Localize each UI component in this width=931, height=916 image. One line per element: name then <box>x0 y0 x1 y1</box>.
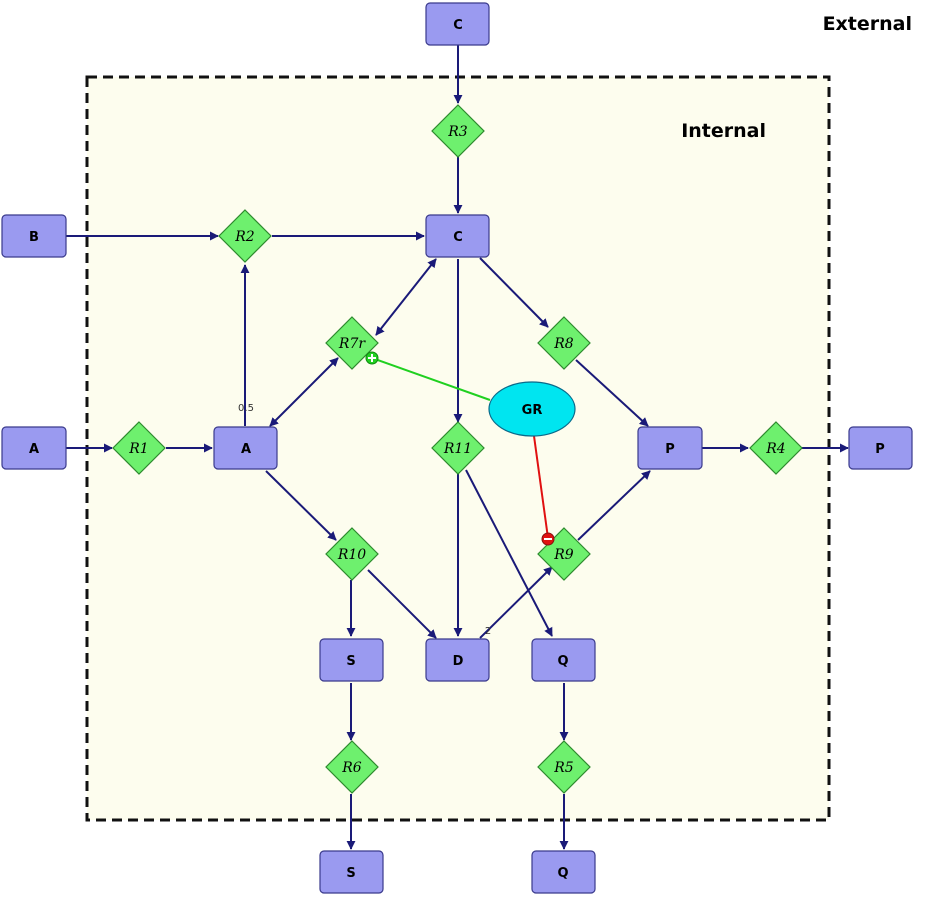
inhibition-edge-gr-to-r9 <box>533 435 549 539</box>
activation-plus-icon <box>365 351 379 365</box>
stoichiometry-d-r9: 2 <box>485 626 491 637</box>
edge-c-to-r8 <box>479 257 549 328</box>
edge-r10-to-d <box>367 569 437 639</box>
species-q-external[interactable]: Q <box>531 850 596 894</box>
reaction-label: R6 <box>341 760 362 776</box>
species-label: C <box>453 18 463 33</box>
reaction-r6[interactable]: R6 <box>325 740 379 794</box>
species-label: D <box>453 654 464 669</box>
species-p-internal[interactable]: P <box>637 426 703 470</box>
reaction-label: R7r <box>338 336 366 352</box>
inhibition-minus-icon <box>541 532 555 546</box>
reaction-label: R2 <box>234 229 255 245</box>
reaction-r3[interactable]: R3 <box>431 104 485 158</box>
reaction-label: R5 <box>553 760 574 776</box>
reaction-r2[interactable]: R2 <box>218 209 272 263</box>
edge-a-to-r10 <box>265 470 337 541</box>
reaction-r11[interactable]: R11 <box>431 421 485 475</box>
species-label: C <box>453 230 463 245</box>
species-label: A <box>241 442 251 457</box>
reaction-label: R8 <box>553 336 574 352</box>
reaction-label: R10 <box>337 547 366 563</box>
internal-compartment-label: Internal <box>681 120 766 142</box>
regulator-gr[interactable]: GR <box>488 381 576 437</box>
species-p-external[interactable]: P <box>848 426 913 470</box>
reaction-r4[interactable]: R4 <box>749 421 803 475</box>
edge-r7r-to-c <box>375 258 437 336</box>
species-s-internal[interactable]: S <box>319 638 384 682</box>
reaction-r8[interactable]: R8 <box>537 316 591 370</box>
species-a-internal[interactable]: A <box>213 426 278 470</box>
species-b-external[interactable]: B <box>1 214 67 258</box>
species-label: S <box>346 654 355 669</box>
species-a-external[interactable]: A <box>1 426 67 470</box>
edge-r11-to-q <box>465 469 553 637</box>
edge-r9-to-p <box>577 470 651 541</box>
species-label: P <box>665 442 675 457</box>
species-d-internal[interactable]: D <box>425 638 490 682</box>
reaction-label: R9 <box>553 547 574 563</box>
species-c-external[interactable]: C <box>425 2 490 46</box>
reaction-label: R1 <box>128 441 148 457</box>
species-label: S <box>346 866 355 881</box>
species-label: A <box>29 442 39 457</box>
species-label: P <box>875 442 885 457</box>
reaction-label: R4 <box>765 441 785 457</box>
species-c-internal[interactable]: C <box>425 214 490 258</box>
reaction-r5[interactable]: R5 <box>537 740 591 794</box>
species-q-internal[interactable]: Q <box>531 638 596 682</box>
external-compartment-label: External <box>823 13 912 35</box>
activation-edge-gr-to-r7r <box>371 357 491 401</box>
reaction-r1[interactable]: R1 <box>112 421 166 475</box>
edge-d-to-r9 <box>479 566 553 639</box>
stoichiometry-a-r2: 0.5 <box>238 403 254 414</box>
edge-a-to-r7r <box>269 357 339 427</box>
species-label: Q <box>557 654 568 669</box>
species-label: B <box>29 230 39 245</box>
regulator-label: GR <box>522 403 543 418</box>
reaction-r7r[interactable]: R7r <box>325 316 379 370</box>
species-label: Q <box>557 866 568 881</box>
reaction-label: R3 <box>447 124 468 140</box>
species-s-external[interactable]: S <box>319 850 384 894</box>
reaction-r10[interactable]: R10 <box>325 527 379 581</box>
edges <box>66 45 849 850</box>
edge-r8-to-p <box>575 359 649 427</box>
reaction-label: R11 <box>443 441 472 457</box>
